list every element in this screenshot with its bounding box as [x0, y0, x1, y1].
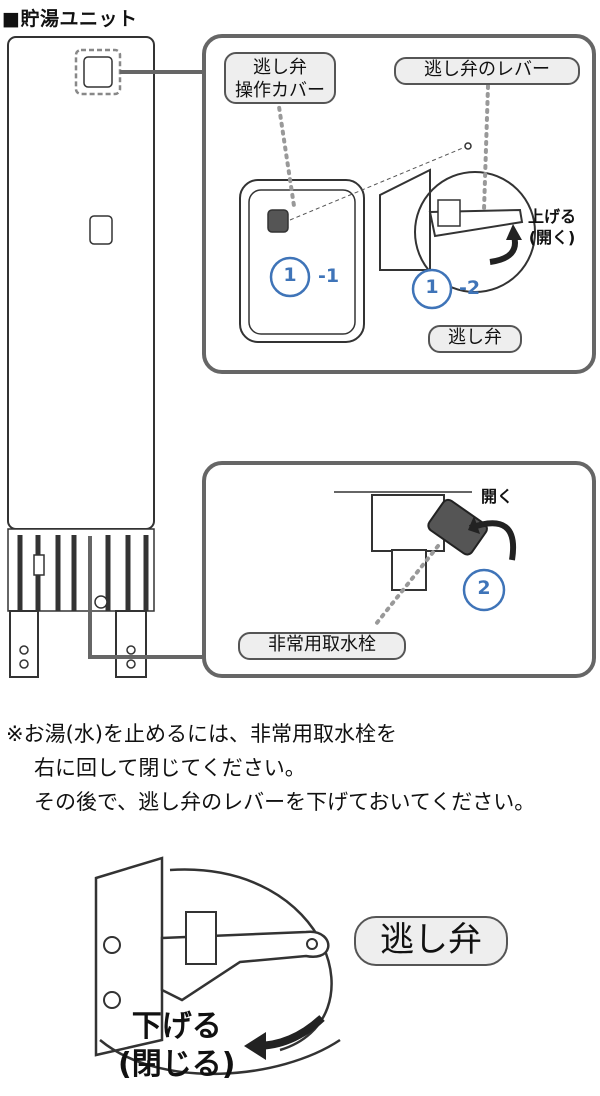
raise-open-label: 上げる (開く) — [528, 206, 576, 248]
cover-label-line1: 逃し弁 — [253, 57, 307, 78]
step-1-2-number: 1 — [425, 276, 439, 298]
note-line-1: ※お湯(水)を止めるには、非常用取水栓を — [6, 722, 397, 746]
emergency-tap-label: 非常用取水栓 — [238, 632, 406, 660]
step-1-1-suffix: -1 — [318, 265, 340, 287]
cover-label-line2: 操作カバー — [235, 80, 325, 101]
lower-label: 下げる — [131, 1009, 222, 1044]
step-1-1-number: 1 — [283, 264, 297, 286]
relief-valve-cover-label: 逃し弁 操作カバー — [224, 52, 336, 104]
close-label: (閉じる) — [118, 1047, 236, 1082]
storage-unit-illustration — [7, 34, 596, 678]
step-2-marker — [462, 568, 506, 612]
relief-valve-label: 逃し弁 — [428, 325, 522, 353]
relief-valve-large-label: 逃し弁 — [354, 916, 508, 966]
step-1-2-marker — [411, 268, 453, 310]
storage-tank — [7, 36, 155, 678]
note-line-3: その後で、逃し弁のレバーを下げておいてください。 — [34, 790, 536, 814]
step-2-number: 2 — [477, 577, 491, 599]
open-direction-label: 開く — [481, 487, 514, 506]
step-1-2-suffix: -2 — [459, 277, 481, 299]
open-label: (開く) — [528, 228, 576, 247]
relief-valve-lever-label: 逃し弁のレバー — [394, 57, 580, 85]
note-line-2: 右に回して閉じてください。 — [34, 756, 306, 780]
raise-label: 上げる — [528, 207, 577, 226]
lower-close-label: 下げる (閉じる) — [118, 1008, 235, 1084]
lever-lower-illustration — [94, 856, 341, 1076]
section-title: ■貯湯ユニット — [2, 8, 138, 30]
step-1-1-marker — [269, 256, 311, 298]
